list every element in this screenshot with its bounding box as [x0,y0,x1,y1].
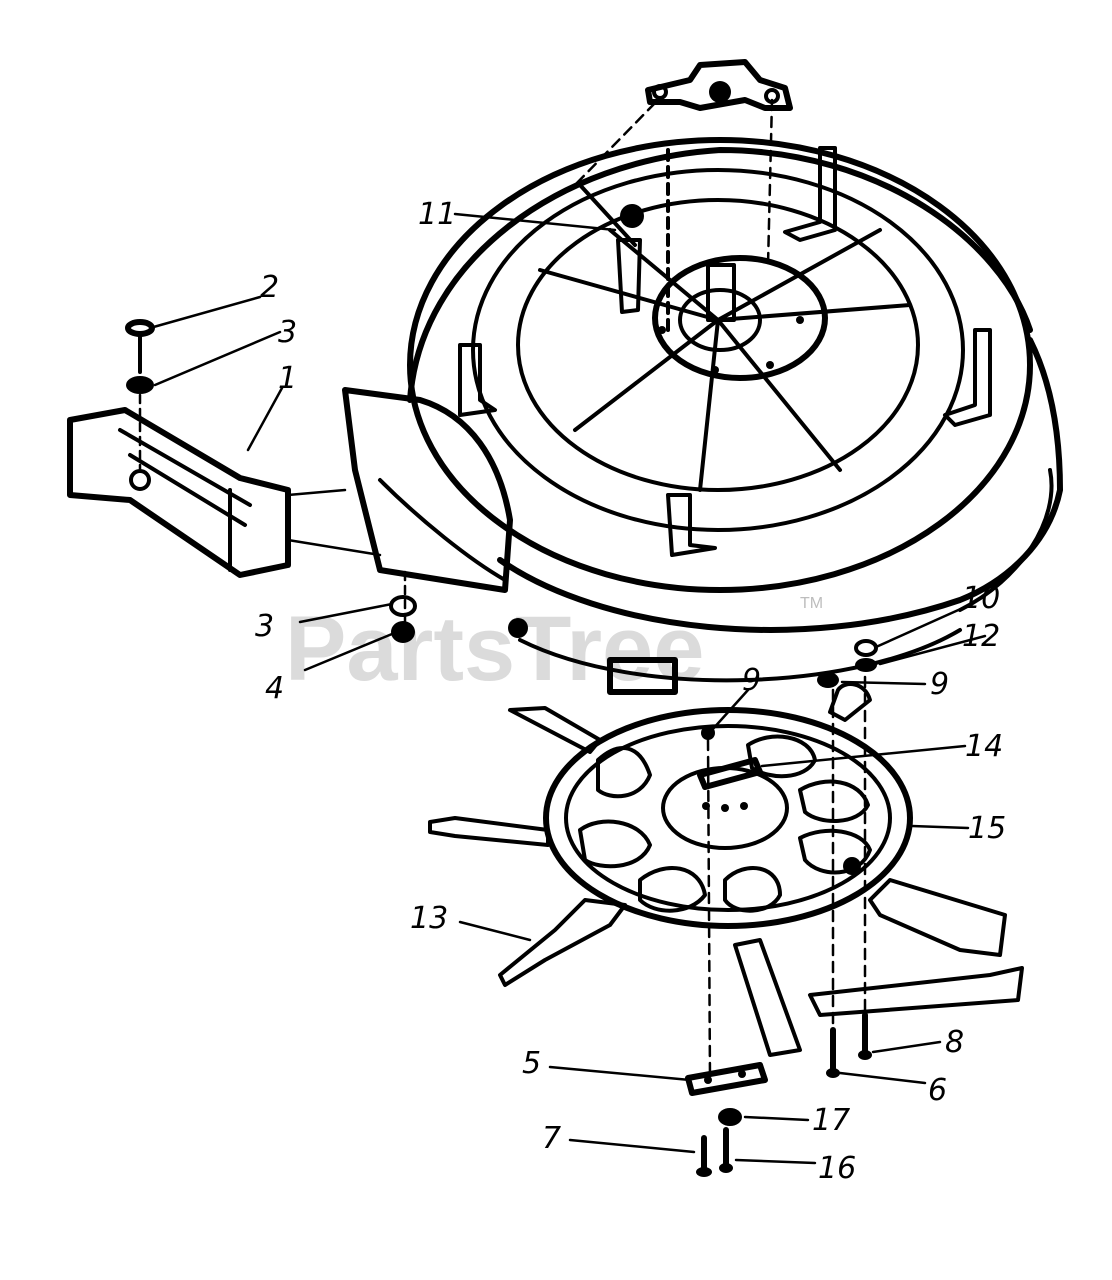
carriage-bolt-2 [125,319,155,374]
callout-6: 6 [928,1073,947,1108]
callout-9-right: 9 [930,667,949,702]
top-bracket [573,59,793,267]
callout-labels: 1 2 3 3 4 5 6 7 8 9 9 10 11 12 13 14 15 … [255,197,1006,1186]
lock-washer-10 [854,639,878,657]
callout-11: 11 [418,197,456,232]
callout-13: 13 [410,901,448,936]
callout-17: 17 [812,1103,850,1138]
bolt-16 [719,1127,733,1173]
bolt-8 [858,1012,872,1060]
blade-bar-5 [685,1062,768,1096]
callout-1: 1 [278,361,297,396]
watermark-trademark: TM [800,595,823,612]
callout-16: 16 [818,1151,856,1186]
chute-deflector [67,407,382,578]
nut-4 [391,621,415,643]
washer-3-top [126,376,154,394]
washer-3-bottom [389,595,417,617]
blades [428,706,1024,1057]
washer-9-right [817,672,839,688]
nut-12 [855,658,877,672]
callout-5: 5 [522,1046,541,1081]
callout-15: 15 [968,811,1006,846]
nut-17 [718,1108,742,1126]
blade-adapter-disc [543,707,913,929]
callout-3-top: 3 [278,315,297,350]
callout-8: 8 [945,1025,964,1060]
callout-2: 2 [260,270,279,305]
mower-deck-housing [342,137,1063,695]
bolt-7 [696,1135,712,1177]
bolt-6 [826,1027,840,1078]
leader-lines [148,212,987,1165]
callout-10: 10 [962,581,1000,616]
callout-9-upper: 9 [742,663,761,698]
callout-12: 12 [962,619,1000,654]
callout-3-bottom: 3 [255,609,274,644]
callout-7: 7 [542,1121,561,1156]
callout-4: 4 [265,671,284,706]
callout-14: 14 [965,729,1003,764]
